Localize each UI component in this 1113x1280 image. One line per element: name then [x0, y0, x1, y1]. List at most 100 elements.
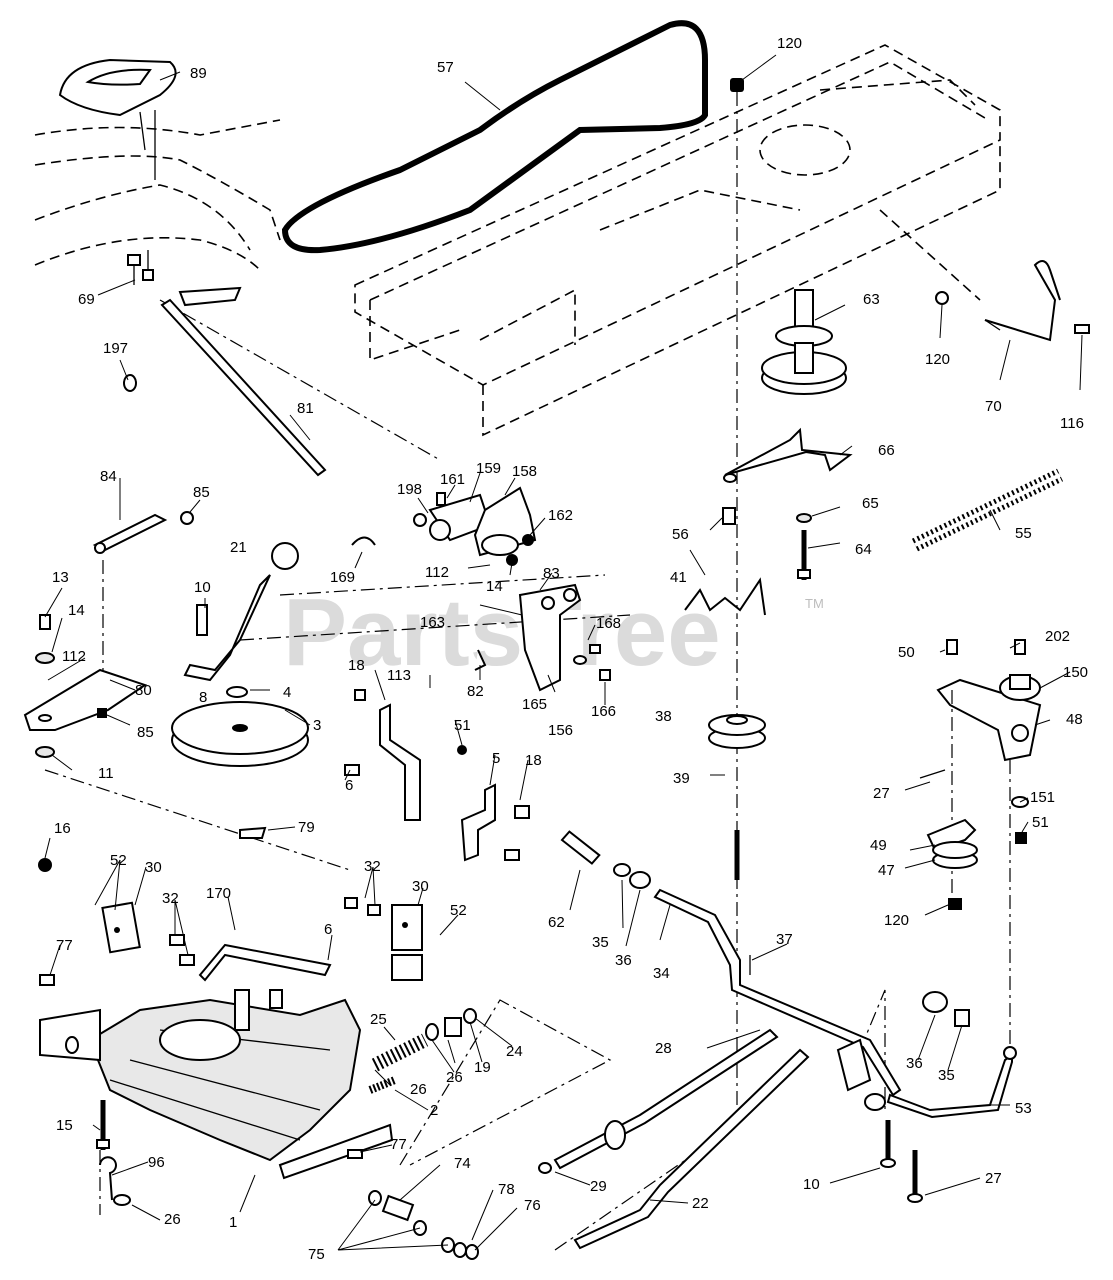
label-158: 158	[512, 463, 537, 480]
label-165: 165	[522, 696, 547, 713]
label-14-center: 14	[486, 578, 503, 595]
label-37: 37	[776, 931, 793, 948]
label-26-left: 26	[164, 1211, 181, 1228]
part-28-rod	[538, 1028, 779, 1174]
label-26-center: 26	[446, 1069, 463, 1086]
label-74: 74	[454, 1155, 471, 1172]
label-51-center: 51	[454, 717, 471, 734]
label-77-right: 77	[390, 1136, 407, 1153]
label-10-left: 10	[194, 579, 211, 596]
part-81-rod	[123, 286, 327, 477]
label-49: 49	[870, 837, 887, 854]
part-2-spring	[368, 1076, 397, 1094]
frame-rails	[354, 44, 1001, 437]
watermark-trademark: TM	[805, 596, 824, 611]
part-64-bolt	[797, 530, 811, 580]
label-64: 64	[855, 541, 872, 558]
label-65: 65	[862, 495, 879, 512]
label-47: 47	[878, 862, 895, 879]
label-30-center: 30	[412, 878, 429, 895]
label-77-left: 77	[56, 937, 73, 954]
part-79-key	[239, 826, 267, 839]
label-14-left: 14	[68, 602, 85, 619]
label-69: 69	[78, 291, 95, 308]
part-66-bracket	[724, 427, 853, 476]
label-52-center: 52	[450, 902, 467, 919]
part-169-clip	[351, 536, 376, 546]
label-4: 4	[283, 684, 291, 701]
part-55-spring	[911, 468, 1064, 552]
label-35-center: 35	[592, 934, 609, 951]
part-159-bracket	[413, 486, 537, 566]
label-26-center-2: 26	[410, 1081, 427, 1098]
part-165-bracket	[518, 583, 611, 692]
part-49-47-pulley	[919, 769, 978, 910]
part-63-pulley	[761, 289, 847, 395]
label-198: 198	[397, 481, 422, 498]
part-30-plates	[38, 858, 423, 981]
part-84-link	[92, 513, 168, 720]
label-197: 197	[103, 340, 128, 357]
part-77-key-left	[39, 974, 55, 986]
part-57-belt	[281, 20, 708, 254]
label-62: 62	[548, 914, 565, 931]
part-113-bracket	[344, 689, 421, 821]
label-168: 168	[596, 615, 621, 632]
label-162: 162	[548, 507, 573, 524]
label-113: 113	[387, 667, 411, 684]
label-79: 79	[298, 819, 315, 836]
label-70: 70	[985, 398, 1002, 415]
part-26-washer	[113, 1194, 131, 1206]
part-62-grip	[560, 830, 651, 889]
body-outline	[34, 119, 281, 271]
guide-lines-2	[99, 989, 886, 1251]
label-84: 84	[100, 468, 117, 485]
label-48: 48	[1066, 711, 1083, 728]
label-32-left: 32	[162, 890, 179, 907]
label-39: 39	[673, 770, 690, 787]
part-10-bolt	[880, 1120, 896, 1168]
label-6-lower: 6	[324, 921, 332, 938]
part-170-rod	[198, 943, 332, 982]
label-151: 151	[1030, 789, 1055, 806]
label-202: 202	[1045, 628, 1070, 645]
label-21: 21	[230, 539, 247, 556]
label-25: 25	[370, 1011, 387, 1028]
part-69-bolts	[127, 250, 154, 285]
label-50: 50	[898, 644, 915, 661]
label-80: 80	[135, 682, 152, 699]
label-120-top: 120	[777, 35, 802, 52]
label-2: 2	[430, 1102, 438, 1119]
part-70-rod	[935, 260, 1090, 342]
part-22-rod	[573, 1048, 810, 1250]
label-81: 81	[297, 400, 314, 417]
part-27-bolt	[907, 1150, 923, 1203]
part-21-lever	[183, 542, 299, 682]
label-89: 89	[190, 65, 207, 82]
label-3: 3	[313, 717, 321, 734]
label-24: 24	[506, 1043, 523, 1060]
part-96-pin	[99, 1156, 117, 1201]
label-5: 5	[492, 750, 500, 767]
part-labels: 57 120 89 69 197 81 198 161 159 158 162 …	[52, 35, 1088, 1263]
label-19: 19	[474, 1059, 491, 1076]
label-163: 163	[420, 614, 445, 631]
part-89-cover	[58, 58, 177, 180]
part-74-spacer	[368, 1190, 479, 1260]
label-78: 78	[498, 1181, 515, 1198]
label-18-top: 18	[348, 657, 365, 674]
label-10-bottom: 10	[803, 1176, 820, 1193]
label-35-right: 35	[938, 1067, 955, 1084]
label-82: 82	[467, 683, 484, 700]
label-30-left: 30	[145, 859, 162, 876]
label-96: 96	[148, 1154, 165, 1171]
label-15: 15	[56, 1117, 73, 1134]
label-8: 8	[199, 689, 207, 706]
label-28: 28	[655, 1040, 672, 1057]
label-56: 56	[672, 526, 689, 543]
label-27-bottom: 27	[985, 1170, 1002, 1187]
leader-lines	[44, 54, 1083, 1251]
label-83: 83	[543, 565, 560, 582]
label-57: 57	[437, 59, 454, 76]
